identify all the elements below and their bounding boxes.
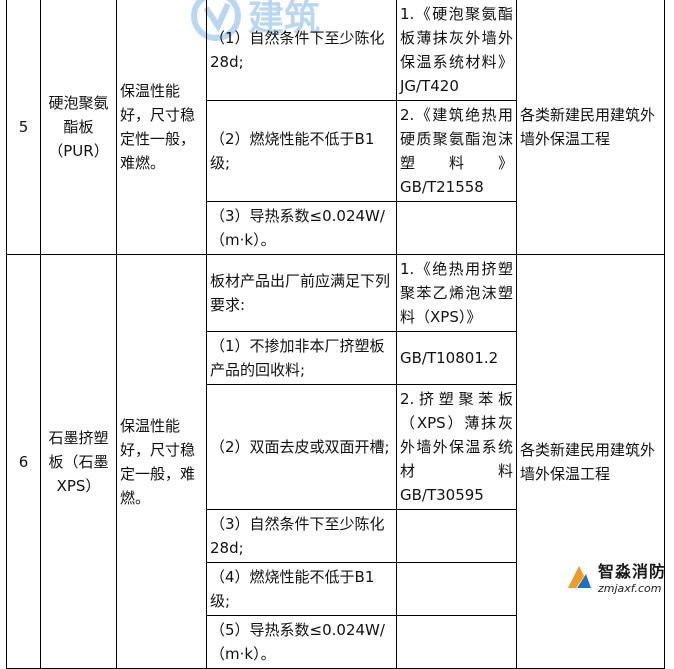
- material-properties: 保温性能好，尺寸稳定一般，难燃。: [116, 254, 207, 669]
- requirement-item: （2）双面去皮或双面开槽;: [206, 384, 397, 510]
- standard-item: GB/T10801.2: [396, 331, 517, 385]
- material-properties: 保温性能好，尺寸稳定性一般，难燃。: [116, 0, 207, 255]
- brand-logo: 智淼消防 zmjaxf.com: [564, 558, 666, 595]
- standard-item: 2.挤塑聚苯板（XPS）薄抹灰外墙外保温系统材料GB/T30595: [396, 384, 517, 510]
- spec-table: 5 硬泡聚氨酯板（PUR） 保温性能好，尺寸稳定性一般，难燃。 （1）自然条件下…: [6, 0, 665, 669]
- requirement-item: （1）自然条件下至少陈化28d;: [206, 0, 397, 101]
- table-row: 5 硬泡聚氨酯板（PUR） 保温性能好，尺寸稳定性一般，难燃。 （1）自然条件下…: [6, 0, 665, 255]
- row-number: 5: [6, 0, 41, 255]
- application-scope: 各类新建民用建筑外墙外保温工程: [516, 0, 665, 255]
- material-name: 石墨挤塑板（石墨XPS）: [40, 254, 117, 669]
- standard-item: 2.《建筑绝热用硬质聚氨酯泡沫塑料》GB/T21558: [396, 100, 517, 202]
- application-scope: 各类新建民用建筑外墙外保温工程: [516, 254, 665, 669]
- standard-item: 1.《硬泡聚氨酯板薄抹灰外墙外保温系统材料》JG/T420: [396, 0, 517, 101]
- standard-item: [396, 562, 517, 616]
- requirement-item: （3）自然条件下至少陈化28d;: [206, 509, 397, 563]
- standard-item: 1.《绝热用挤塑聚苯乙烯泡沫塑料（XPS）》: [396, 254, 517, 332]
- table-row: （1）不掺加非本厂挤塑板产品的回收料; GB/T10801.2: [7, 331, 665, 385]
- table-row: 6 石墨挤塑板（石墨XPS） 保温性能好，尺寸稳定一般，难燃。 板材产品出厂前应…: [6, 254, 665, 669]
- standard-item: [396, 615, 517, 669]
- table-row: （2）双面去皮或双面开槽; 2.挤塑聚苯板（XPS）薄抹灰外墙外保温系统材料GB…: [7, 384, 665, 510]
- row-number: 6: [6, 254, 41, 669]
- requirement-item: 板材产品出厂前应满足下列要求:: [206, 254, 397, 332]
- table-row: （3）导热系数≤0.024W/（m·k）。: [7, 201, 665, 255]
- requirement-item: （2）燃烧性能不低于B1级;: [206, 100, 397, 202]
- flame-icon: [567, 565, 591, 588]
- standard-item: [396, 509, 517, 563]
- standard-item: [396, 201, 517, 255]
- requirement-item: （1）不掺加非本厂挤塑板产品的回收料;: [206, 331, 397, 385]
- requirement-item: （3）导热系数≤0.024W/（m·k）。: [206, 201, 397, 255]
- brand-name: 智淼消防: [597, 562, 666, 581]
- table-row: （3）自然条件下至少陈化28d;: [7, 509, 665, 563]
- material-name: 硬泡聚氨酯板（PUR）: [40, 0, 117, 255]
- requirement-item: （4）燃烧性能不低于B1级;: [206, 562, 397, 616]
- requirement-item: （5）导热系数≤0.024W/（m·k）。: [206, 615, 397, 669]
- table-row: （2）燃烧性能不低于B1级; 2.《建筑绝热用硬质聚氨酯泡沫塑料》GB/T215…: [7, 100, 665, 202]
- brand-url: zmjaxf.com: [597, 582, 662, 595]
